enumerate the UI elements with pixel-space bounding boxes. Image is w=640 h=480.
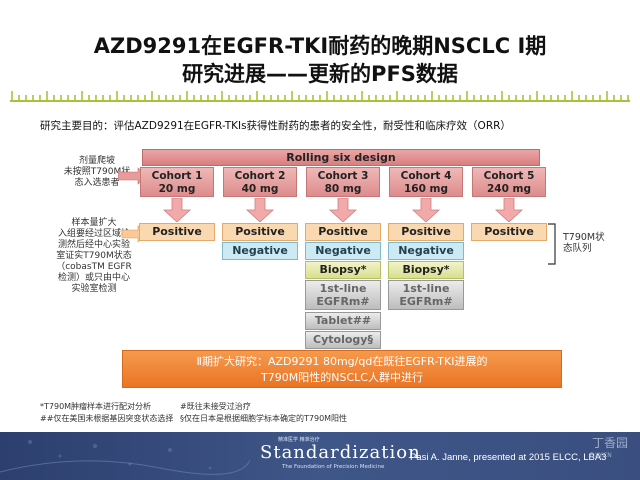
standardization-logo-text: Standardization: [260, 442, 421, 463]
study-objective: 研究主要目的：评估AZD9291在EGFR-TKIs获得性耐药的患者的安全性，耐…: [40, 120, 511, 132]
cohort-2-box: Cohort 2 40 mg: [223, 167, 297, 197]
slide-title-line1: AZD9291在EGFR-TKI耐药的晚期NSCLC Ⅰ期: [93, 34, 547, 58]
tablet-box: Tablet##: [305, 312, 381, 330]
watermark-logo: 丁香园: [592, 436, 629, 450]
footnote-2a: ##仅在美国未根据基因突变状态选择: [40, 414, 174, 423]
slide-title-line2: 研究进展——更新的PFS数据: [182, 62, 458, 86]
footer-decorative-dots: [0, 440, 250, 475]
standardization-subtitle: The Foundation of Precision Medicine: [282, 464, 385, 470]
biopsy-box-cohort-3: Biopsy*: [305, 261, 381, 279]
egfrm-label: EGFRm#: [399, 295, 453, 308]
cohort-1-name: Cohort 1: [151, 170, 203, 182]
cohort-5-name: Cohort 5: [483, 170, 535, 182]
first-line-egfrm-box-cohort-4: 1st-line EGFRm#: [388, 280, 464, 310]
t790m-cohort-label: T790M状 态队列: [563, 232, 605, 254]
negative-box-cohort-4: Negative: [388, 242, 464, 260]
negative-box-cohort-3: Negative: [305, 242, 381, 260]
standardization-tagline: 精准医学 精准治疗: [278, 437, 320, 443]
phase2-expansion-box: Ⅱ期扩大研究：AZD9291 80mg/qd在既往EGFR-TKI进展的 T79…: [122, 350, 562, 388]
phase2-line1: Ⅱ期扩大研究：AZD9291 80mg/qd在既往EGFR-TKI进展的: [196, 355, 488, 368]
footer-band: [0, 432, 640, 480]
positive-box-cohort-3: Positive: [305, 223, 381, 241]
dose-escalation-note: 剂量爬坡 未按照T790M状 态入选患者: [63, 156, 131, 188]
cohort-4-name: Cohort 4: [400, 170, 452, 182]
cohort-3-name: Cohort 3: [317, 170, 369, 182]
watermark-subtext: DXY.CN: [590, 452, 612, 459]
cohort-2-dose: 40 mg: [241, 183, 279, 195]
egfrm-label: EGFRm#: [316, 295, 370, 308]
decorative-ruler: [10, 91, 630, 102]
cytology-box: Cytology§: [305, 331, 381, 349]
biopsy-box-cohort-4: Biopsy*: [388, 261, 464, 279]
down-arrow-icon: [329, 198, 357, 222]
positive-box-cohort-5: Positive: [471, 223, 547, 241]
cohort-4-dose: 160 mg: [403, 183, 449, 195]
cohort-3-box: Cohort 3 80 mg: [306, 167, 380, 197]
cohort-4-box: Cohort 4 160 mg: [389, 167, 463, 197]
down-arrow-icon: [246, 198, 274, 222]
cohort-1-dose: 20 mg: [158, 183, 196, 195]
footnote-1b: #既往未接受过治疗: [180, 402, 251, 411]
citation: Pasi A. Janne, presented at 2015 ELCC, L…: [410, 452, 607, 463]
down-arrow-icon: [412, 198, 440, 222]
cohort-5-box: Cohort 5 240 mg: [472, 167, 546, 197]
rolling-six-design-bar: Rolling six design: [142, 149, 540, 166]
first-line-egfrm-box-cohort-3: 1st-line EGFRm#: [305, 280, 381, 310]
phase2-line2: T790M阳性的NSCLC人群中进行: [261, 371, 423, 384]
cohort-5-dose: 240 mg: [486, 183, 532, 195]
positive-box-cohort-1: Positive: [139, 223, 215, 241]
t790m-bracket: [548, 223, 556, 265]
positive-box-cohort-2: Positive: [222, 223, 298, 241]
first-line-label: 1st-line: [402, 282, 450, 295]
footnote-1a: *T790M肿瘤样本进行配对分析: [40, 402, 152, 411]
cohort-3-dose: 80 mg: [324, 183, 362, 195]
down-arrow-icon: [163, 198, 191, 222]
cohort-1-box: Cohort 1 20 mg: [140, 167, 214, 197]
positive-box-cohort-4: Positive: [388, 223, 464, 241]
footnote-2b: §仅在日本是根据细胞学标本确定的T790M阳性: [180, 414, 348, 423]
first-line-label: 1st-line: [319, 282, 367, 295]
cohort-2-name: Cohort 2: [234, 170, 286, 182]
negative-box-cohort-2: Negative: [222, 242, 298, 260]
expansion-note: 样本量扩大 入组要经过区域检 测然后经中心实验 室证实T790M状态 （coba…: [56, 218, 132, 294]
down-arrow-icon: [495, 198, 523, 222]
